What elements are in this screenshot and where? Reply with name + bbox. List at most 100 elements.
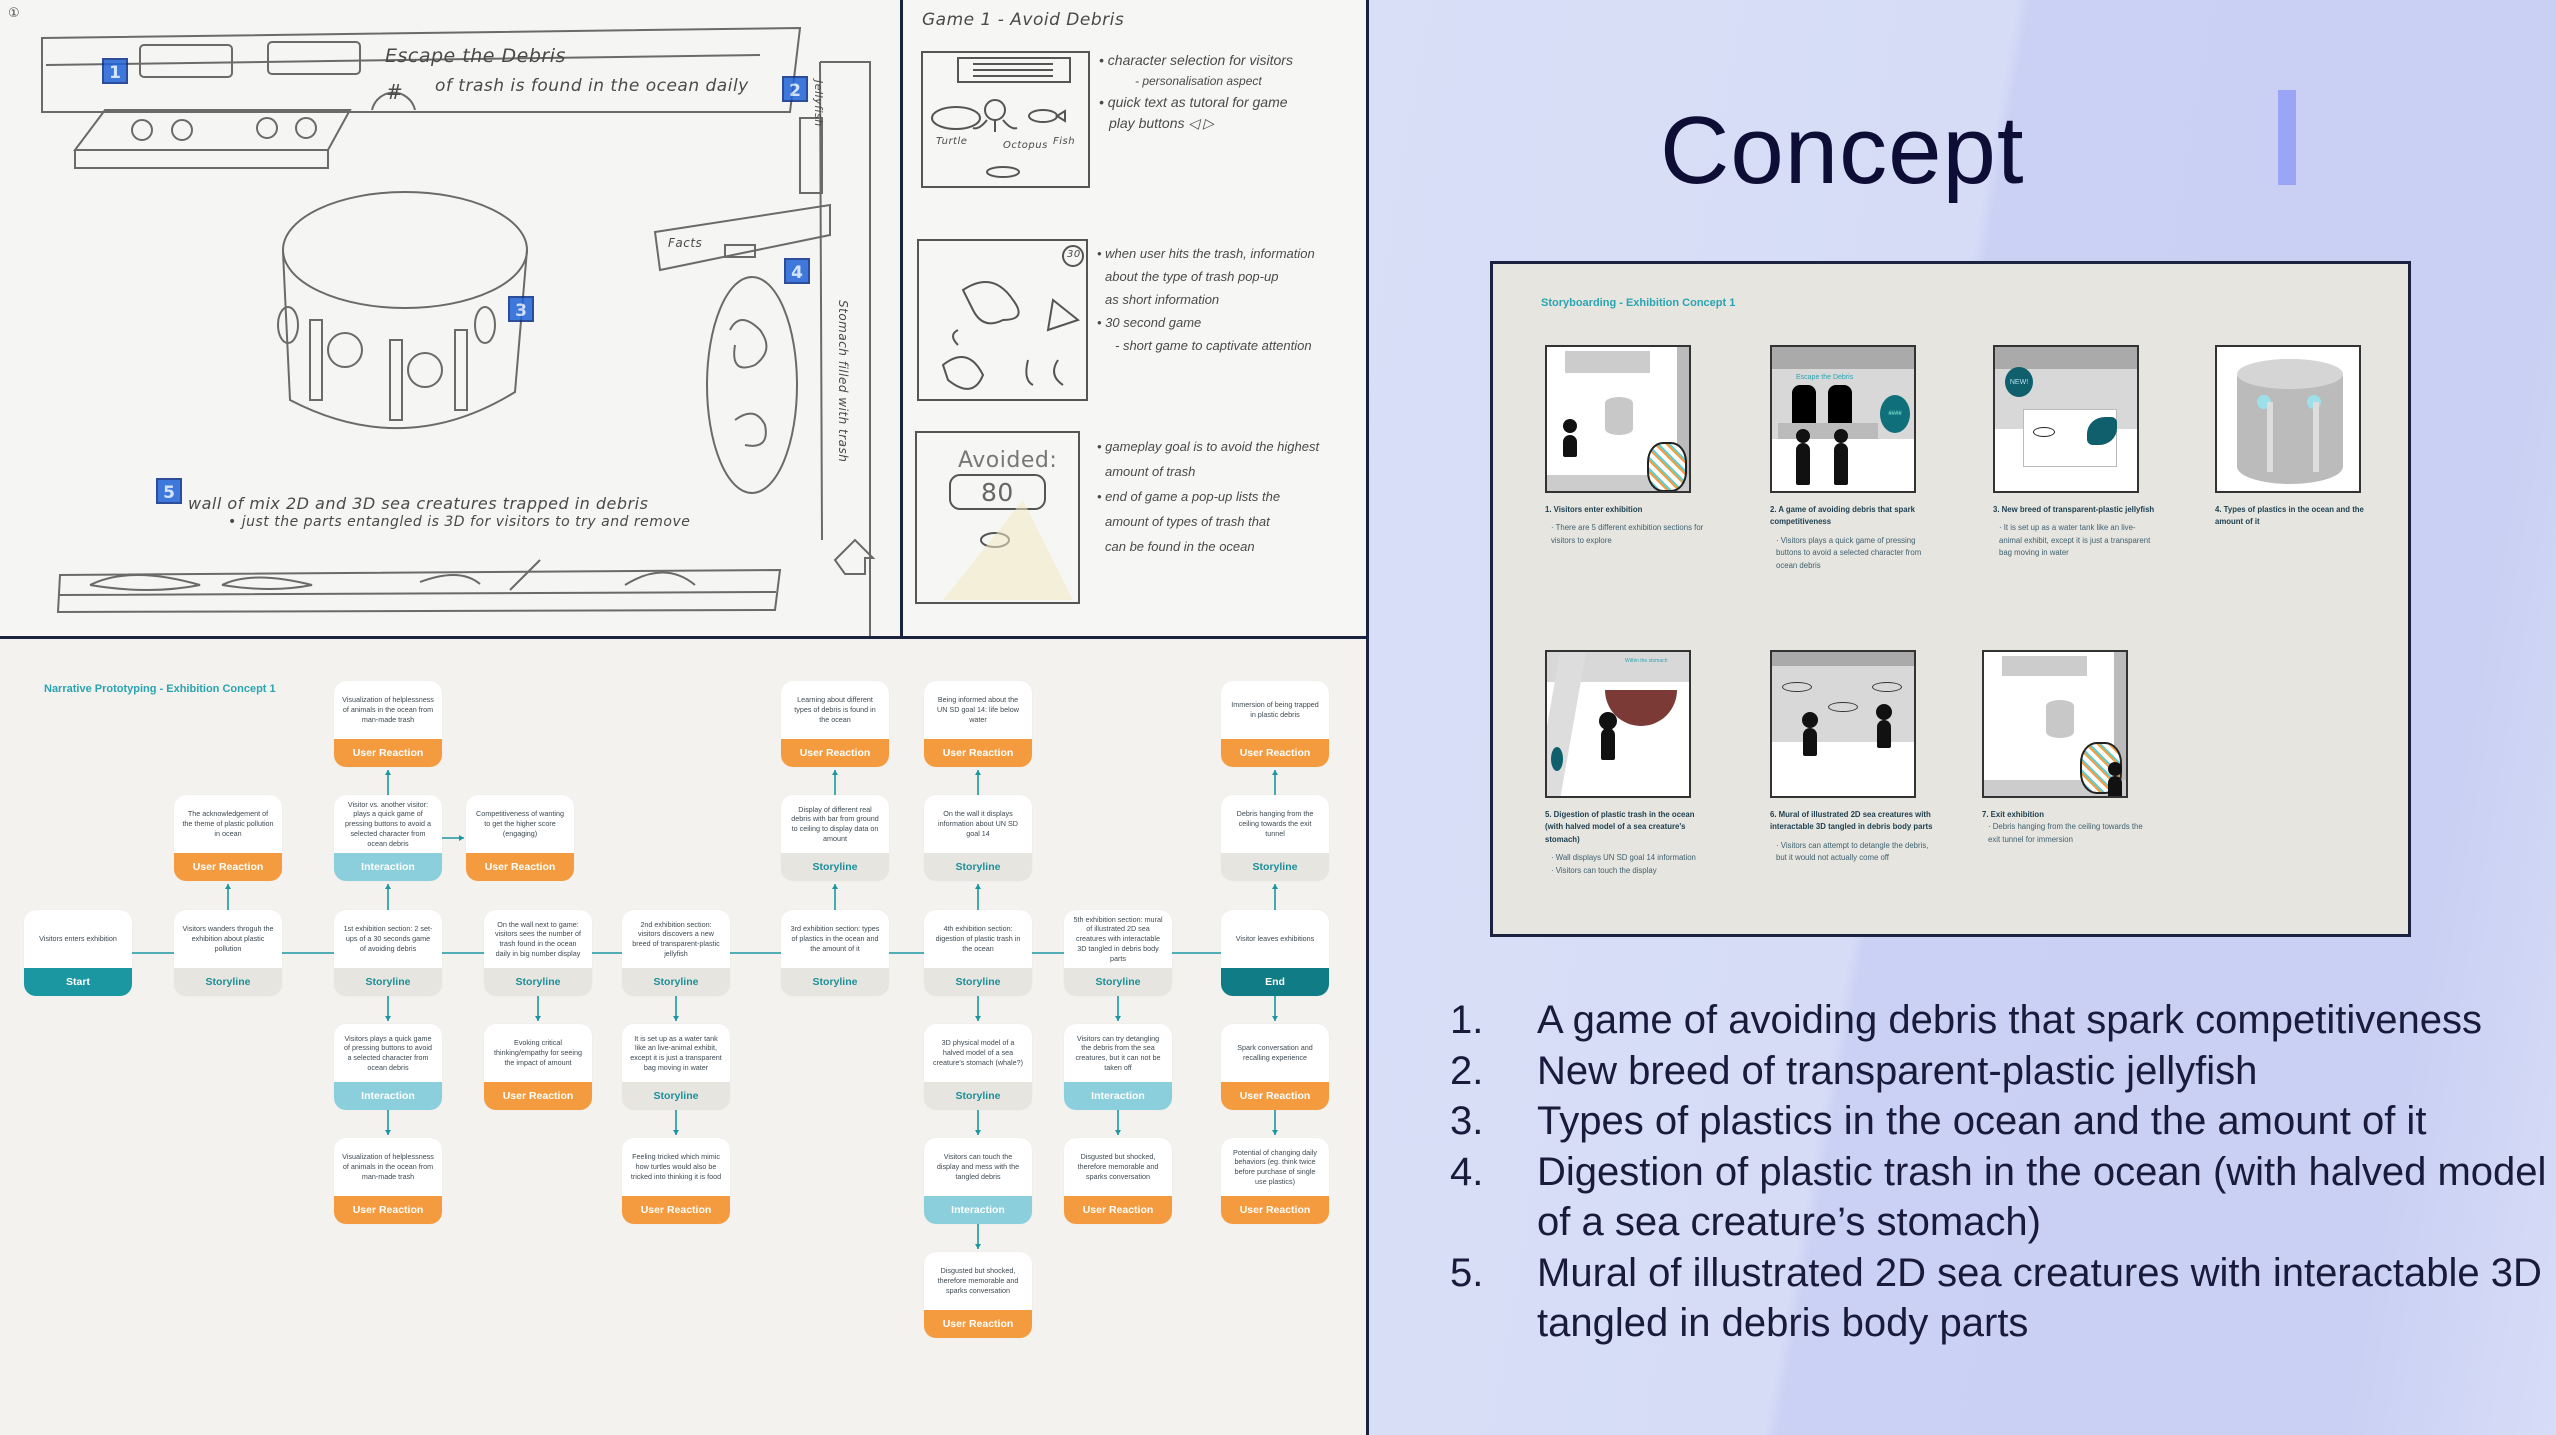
sketch-jellyfish-label: Jellyfish (812, 80, 825, 127)
panel-divider (1366, 0, 1369, 1435)
flow-node-user-reaction: Visualization of helplessness of animals… (334, 681, 442, 767)
arrowhead (1272, 1130, 1278, 1135)
sketch-board-caption: of trash is found in the ocean daily (435, 76, 749, 96)
flow-node-user-reaction: Being informed about the UN SD goal 14: … (924, 681, 1032, 767)
sketch-wall-subnote: • just the parts entangled is 3D for vis… (228, 514, 691, 530)
flow-node-text: Display of different real debris with ba… (791, 804, 879, 843)
sketch-wall-note: wall of mix 2D and 3D sea creatures trap… (188, 494, 649, 513)
flow-node-text: Spark conversation and recalling experie… (1237, 1043, 1313, 1062)
flow-node-label: User Reaction (1221, 1082, 1329, 1110)
note: amount of trash (1105, 464, 1196, 479)
storyboard-frame-3: NEW! (1993, 345, 2139, 493)
note: • quick text as tutoral for game (1099, 94, 1288, 110)
frame-game-title: Escape the Debris (1796, 374, 1854, 381)
storyboard-frame-7 (1982, 650, 2128, 798)
flow-node-user-reaction: Evoking critical thinking/empathy for se… (484, 1024, 592, 1110)
flow-node-text: On the wall it displays information abou… (938, 809, 1018, 838)
panel-divider (0, 636, 1368, 639)
flow-node-user-reaction: Competitiveness of wanting to get the hi… (466, 795, 574, 881)
note: • when user hits the trash, information (1097, 246, 1315, 261)
flow-node-text: Visitors can touch the display and mess … (936, 1152, 1020, 1181)
arrowhead (535, 1016, 541, 1021)
arrowhead (975, 1244, 981, 1249)
caption-heading: 1. Visitors enter exhibition (1545, 505, 1643, 514)
storyboard-frame-1 (1545, 345, 1691, 493)
note: • 30 second game (1097, 315, 1202, 330)
flow-node-text: 5th exhibition section: mural of illustr… (1073, 914, 1163, 963)
caption-heading: 5. Digestion of plastic trash in the oce… (1545, 810, 1695, 844)
sketch-facts-label: Facts (668, 236, 703, 250)
storyboard-frame-2: Escape the Debris #### (1770, 345, 1916, 493)
storyboard-caption-6: 6. Mural of illustrated 2D sea creatures… (1770, 809, 1935, 865)
arrowhead (673, 1016, 679, 1021)
flow-node-label: Storyline (781, 968, 889, 996)
game-notes-3: • gameplay goal is to avoid the highest … (1097, 434, 1319, 559)
arrowhead (673, 1130, 679, 1135)
flow-node-user-reaction: Disgusted but shocked, therefore memorab… (924, 1252, 1032, 1338)
game-sketch-title: Game 1 - Avoid Debris (922, 10, 1125, 30)
game-sketch: Game 1 - Avoid Debris Turtle Octopus Fis… (903, 0, 1366, 636)
frame-new-badge: NEW! (2005, 367, 2033, 397)
flow-node-interaction: Visitors can touch the display and mess … (924, 1138, 1032, 1224)
list-number: 4. (1450, 1149, 1484, 1194)
flow-node-label: User Reaction (622, 1196, 730, 1224)
flow-node-user-reaction: Immersion of being trapped in plastic de… (1221, 681, 1329, 767)
caption-bullet: There are 5 different exhibition section… (1551, 522, 1710, 547)
flow-node-storyline: 4th exhibition section: digestion of pla… (924, 910, 1032, 996)
flow-node-label: User Reaction (466, 853, 574, 881)
list-text: Digestion of plastic trash in the ocean … (1537, 1149, 2547, 1245)
caption-bullet: Visitors can touch the display (1551, 865, 1710, 877)
marker-4: 4 (784, 258, 810, 284)
arrowhead (975, 1130, 981, 1135)
arrowhead (225, 884, 231, 889)
flow-node-text: Immersion of being trapped in plastic de… (1231, 700, 1319, 719)
flow-node-user-reaction: The acknowledgement of the theme of plas… (174, 795, 282, 881)
concept-list-item: 3.Types of plastics in the ocean and the… (1450, 1096, 2550, 1147)
note: can be found in the ocean (1105, 539, 1255, 554)
flow-node-interaction: Visitors can try detangling the debris f… (1064, 1024, 1172, 1110)
flow-node-label: Storyline (781, 853, 889, 881)
storyboard-frame-5: Within the stomach (1545, 650, 1691, 798)
flow-node-text: Visitors wanders throguh the exhibition … (182, 924, 274, 953)
note: - personalisation aspect (1135, 74, 1262, 88)
game-drawing (915, 51, 1090, 604)
flow-node-storyline: 5th exhibition section: mural of illustr… (1064, 910, 1172, 996)
character-fish: Fish (1053, 136, 1076, 147)
game-notes-1: • character selection for visitors - per… (1099, 50, 1293, 134)
caption-bullet: Visitors plays a quick game of pressing … (1776, 535, 1935, 572)
game-timer: 30 (1067, 249, 1081, 260)
flow-node-storyline: 2nd exhibition section: visitors discove… (622, 910, 730, 996)
flow-node-text: Potential of changing daily behaviors (e… (1233, 1147, 1317, 1186)
flow-node-user-reaction: Spark conversation and recalling experie… (1221, 1024, 1329, 1110)
flow-node-storyline: Display of different real debris with ba… (781, 795, 889, 881)
flow-node-text: Feeling tricked which mimic how turtles … (630, 1152, 722, 1181)
flow-node-label: User Reaction (924, 1310, 1032, 1338)
note: • end of game a pop-up lists the (1097, 489, 1281, 504)
flow-node-text: Being informed about the UN SD goal 14: … (937, 695, 1019, 724)
avoided-label: Avoided: (958, 448, 1058, 473)
flow-node-label: User Reaction (1221, 739, 1329, 767)
flow-node-storyline: 3rd exhibition section: types of plastic… (781, 910, 889, 996)
flow-node-user-reaction: Disgusted but shocked, therefore memorab… (1064, 1138, 1172, 1224)
note: amount of types of trash that (1105, 514, 1270, 529)
arrowhead (975, 884, 981, 889)
note: • character selection for visitors (1099, 52, 1293, 68)
flow-node-storyline: Debris hanging from the ceiling towards … (1221, 795, 1329, 881)
storyboard-title: Storyboarding - Exhibition Concept 1 (1541, 297, 1736, 309)
flow-node-label: Storyline (924, 1082, 1032, 1110)
flow-node-text: Disgusted but shocked, therefore memorab… (937, 1266, 1019, 1295)
arrowhead (385, 884, 391, 889)
flow-node-text: Disgusted but shocked, therefore memorab… (1077, 1152, 1159, 1181)
marker-1: 1 (102, 58, 128, 84)
arrowhead (385, 1130, 391, 1135)
flow-node-label: Storyline (622, 968, 730, 996)
flow-node-label: Interaction (924, 1196, 1032, 1224)
caption-heading: 7. Exit exhibition (1982, 810, 2044, 819)
storyboard-caption-3: 3. New breed of transparent-plastic jell… (1993, 504, 2158, 560)
concept-list-item: 2.New breed of transparent-plastic jelly… (1450, 1046, 2550, 1097)
note: about the type of trash pop-up (1105, 269, 1279, 284)
flow-node-text: 1st exhibition section: 2 set-ups of a 3… (343, 924, 433, 953)
storyboard-caption-5: 5. Digestion of plastic trash in the oce… (1545, 809, 1710, 877)
